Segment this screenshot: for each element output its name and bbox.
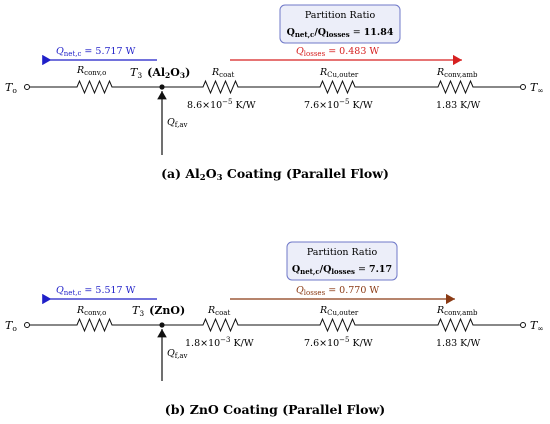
node-t3-label: T3(ZnO) — [132, 304, 185, 318]
q-net-label: Qnet,c = 5.517 W — [56, 285, 136, 297]
t-right-label: T∞ — [530, 81, 544, 95]
t-right-label: T∞ — [530, 319, 544, 333]
r-coat-value: 8.6×10−5 K/W — [187, 98, 256, 111]
partition-ratio-formula: Qnet,c/Qlosses = 7.17 — [292, 264, 392, 276]
r-coat-label: Rcoat — [211, 67, 234, 79]
node-t3 — [159, 84, 165, 90]
panel-a: Partition Ratio Qnet,c/Qlosses = 11.84 Q… — [5, 4, 544, 183]
r-coat-label: Rcoat — [207, 305, 230, 317]
caption-a: (a) Al2O3 Coating (Parallel Flow) — [161, 166, 389, 183]
terminal-right — [520, 84, 526, 90]
partition-ratio-title: Partition Ratio — [305, 10, 376, 21]
partition-ratio-box — [286, 241, 398, 281]
r-conv-amb-value: 1.83 K/W — [436, 338, 480, 349]
q-losses-label: Qlosses = 0.770 W — [296, 285, 379, 297]
circuit-wire — [29, 79, 521, 95]
t-left-label: To — [5, 319, 17, 333]
terminal-left — [24, 322, 30, 328]
r-cu-outer-label: RCu,outer — [319, 305, 359, 317]
r-conv-amb-label: Rconv,amb — [436, 305, 478, 317]
circuit-wire — [29, 317, 521, 333]
r-conv-o-label: Rconv,o — [76, 305, 106, 317]
partition-ratio-title: Partition Ratio — [307, 247, 378, 258]
terminal-left — [24, 84, 30, 90]
q-losses-label: Qlosses = 0.483 W — [296, 46, 379, 58]
r-conv-amb-value: 1.83 K/W — [436, 100, 480, 111]
r-conv-o-label: Rconv,o — [76, 65, 106, 77]
r-conv-amb-label: Rconv,amb — [436, 67, 478, 79]
node-t3-label: T3(Al2O3) — [130, 66, 190, 80]
partition-ratio-formula: Qnet,c/Qlosses = 11.84 — [287, 27, 394, 39]
q-f-label: Qf,av — [167, 348, 188, 360]
r-cu-outer-value: 7.6×10−5 K/W — [304, 98, 373, 111]
t-left-label: To — [5, 81, 17, 95]
r-cu-outer-value: 7.6×10−5 K/W — [304, 336, 373, 349]
caption-b: (b) ZnO Coating (Parallel Flow) — [165, 402, 385, 417]
terminal-right — [520, 322, 526, 328]
q-f-label: Qf,av — [167, 117, 188, 129]
r-coat-value: 1.8×10−3 K/W — [185, 336, 254, 349]
q-net-label: Qnet,c = 5.717 W — [56, 46, 136, 58]
partition-ratio-box — [279, 4, 401, 44]
node-t3 — [159, 322, 165, 328]
r-cu-outer-label: RCu,outer — [319, 67, 359, 79]
panel-b: Partition Ratio Qnet,c/Qlosses = 7.17 Qn… — [5, 241, 544, 417]
